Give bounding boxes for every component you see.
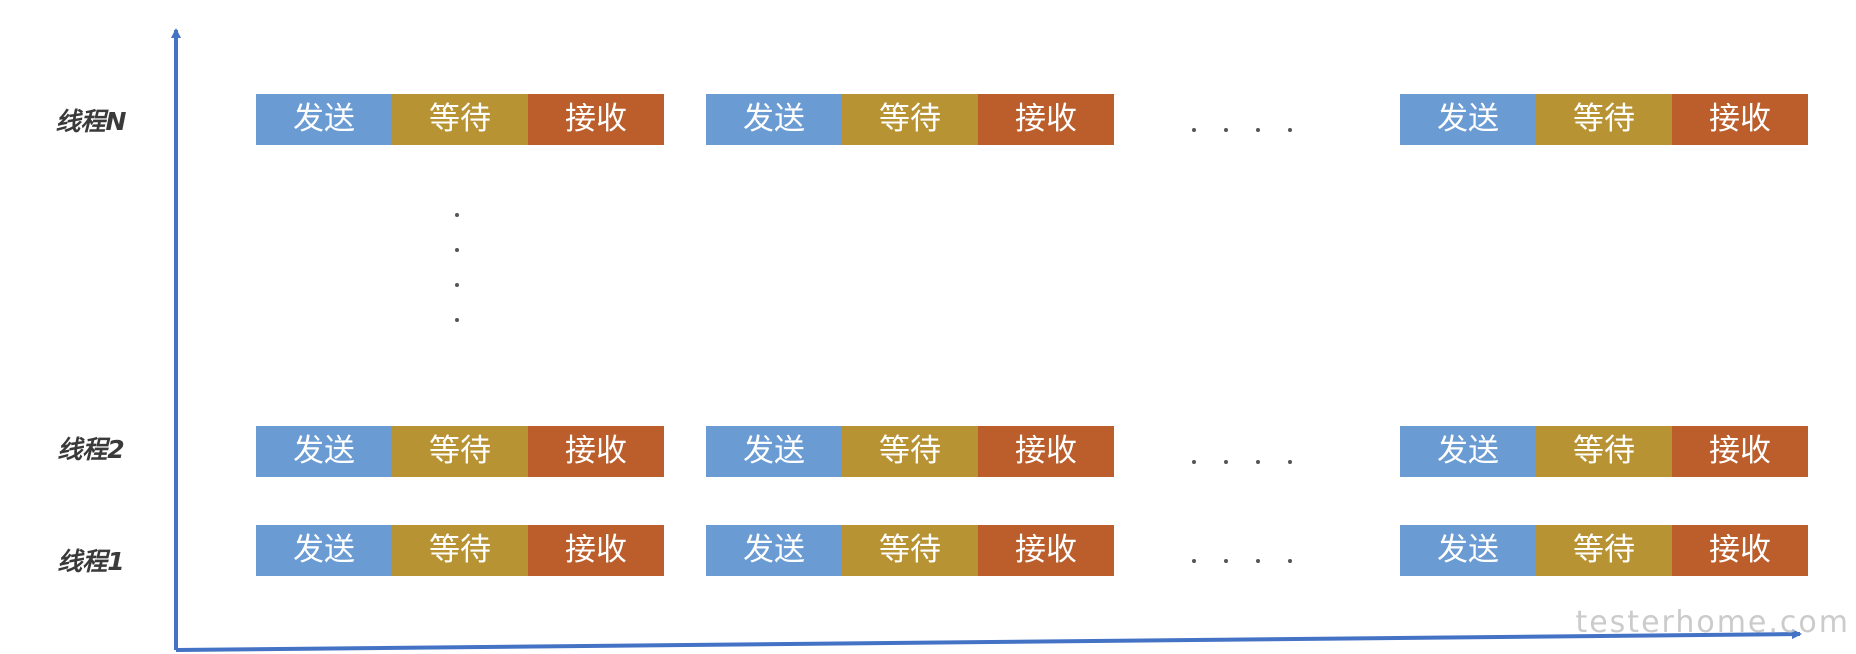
phase-send: 发送: [256, 94, 392, 145]
cycle-group: 发送 等待 接收: [256, 525, 664, 576]
x-axis: [175, 629, 1802, 652]
phase-send: 发送: [706, 525, 842, 576]
thread-label-2: 线程2: [57, 435, 125, 464]
phase-receive: 接收: [978, 525, 1114, 576]
cycle-group: 发送 等待 接收: [1400, 426, 1808, 477]
phase-receive: 接收: [1672, 426, 1808, 477]
ellipsis-horizontal: [1192, 434, 1292, 464]
phase-wait: 等待: [392, 426, 528, 477]
ellipsis-horizontal: [1192, 102, 1292, 132]
cycle-group: 发送 等待 接收: [706, 426, 1114, 477]
phase-send: 发送: [706, 426, 842, 477]
phase-receive: 接收: [1672, 94, 1808, 145]
phase-wait: 等待: [392, 525, 528, 576]
watermark: testerhome.com: [1575, 605, 1850, 640]
cycle-group: 发送 等待 接收: [706, 525, 1114, 576]
thread-row-1: 发送 等待 接收 发送 等待 接收 发送 等待 接收: [0, 525, 1856, 576]
thread-row-2: 发送 等待 接收 发送 等待 接收 发送 等待 接收: [0, 426, 1856, 477]
phase-wait: 等待: [1536, 525, 1672, 576]
cycle-group: 发送 等待 接收: [706, 94, 1114, 145]
thread-row-n: 发送 等待 接收 发送 等待 接收 发送 等待 接收: [0, 94, 1856, 145]
cycle-group: 发送 等待 接收: [1400, 94, 1808, 145]
phase-wait: 等待: [842, 525, 978, 576]
ellipsis-vertical: [455, 213, 461, 323]
cycle-group: 发送 等待 接收: [1400, 525, 1808, 576]
cycle-group: 发送 等待 接收: [256, 94, 664, 145]
phase-receive: 接收: [528, 94, 664, 145]
cycle-group: 发送 等待 接收: [256, 426, 664, 477]
phase-receive: 接收: [978, 94, 1114, 145]
phase-wait: 等待: [1536, 426, 1672, 477]
phase-send: 发送: [706, 94, 842, 145]
phase-receive: 接收: [978, 426, 1114, 477]
phase-send: 发送: [1400, 426, 1536, 477]
thread-label-n: 线程N: [55, 107, 127, 136]
phase-wait: 等待: [842, 426, 978, 477]
phase-wait: 等待: [392, 94, 528, 145]
ellipsis-horizontal: [1192, 533, 1292, 563]
phase-send: 发送: [256, 525, 392, 576]
phase-wait: 等待: [842, 94, 978, 145]
phase-receive: 接收: [528, 426, 664, 477]
phase-send: 发送: [1400, 525, 1536, 576]
phase-send: 发送: [256, 426, 392, 477]
thread-label-1: 线程1: [57, 547, 125, 576]
phase-send: 发送: [1400, 94, 1536, 145]
phase-receive: 接收: [1672, 525, 1808, 576]
phase-wait: 等待: [1536, 94, 1672, 145]
phase-receive: 接收: [528, 525, 664, 576]
